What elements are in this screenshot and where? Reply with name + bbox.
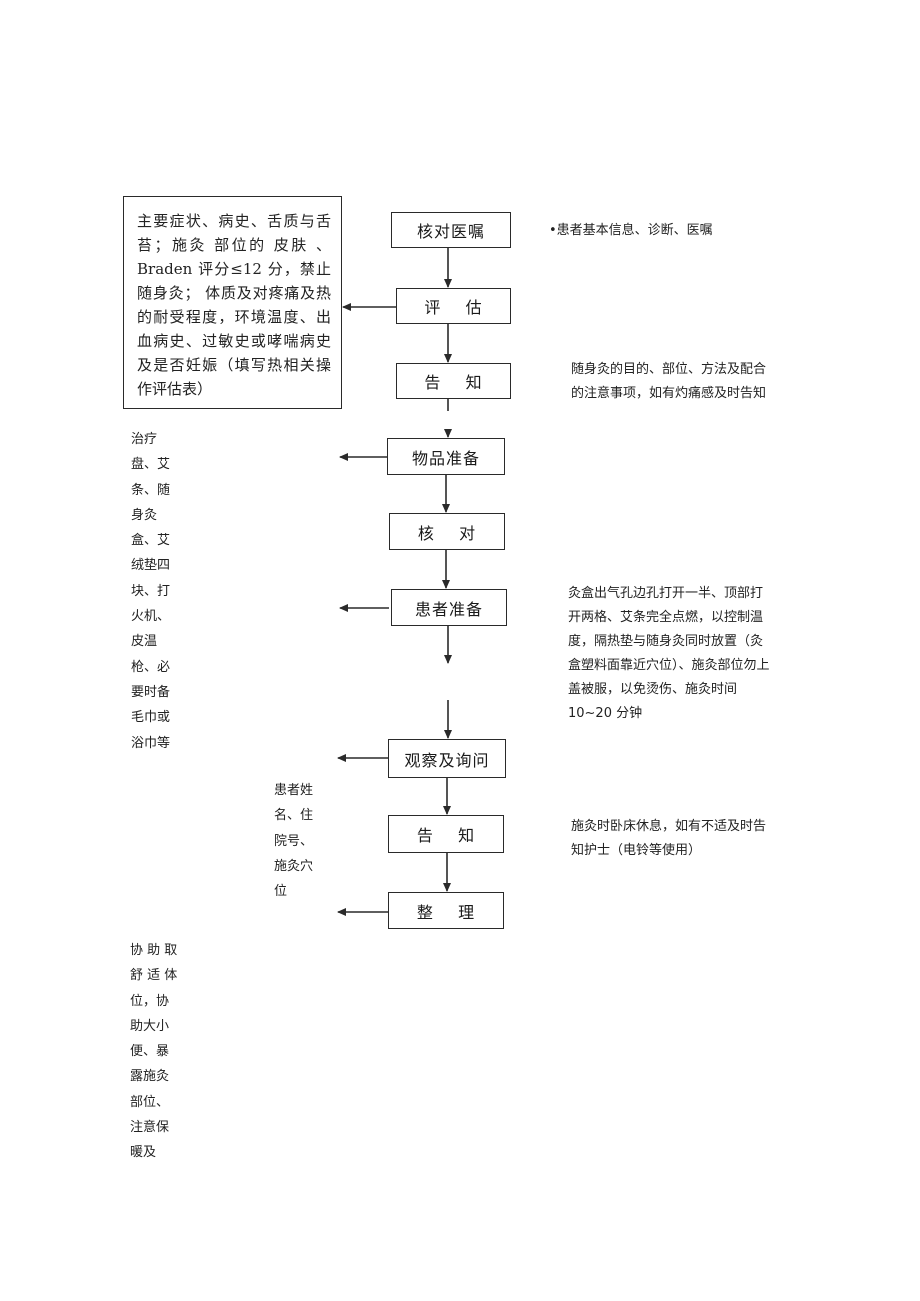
- step-prepare-items: 物品准备: [387, 438, 505, 475]
- list-item: 院号、: [274, 833, 314, 849]
- check-list: 患者姓 名、住 院号、 施灸穴 位: [274, 778, 313, 904]
- list-item: 露施灸: [130, 1069, 170, 1085]
- step-prepare-patient: 患者准备: [391, 589, 507, 626]
- list-item: 治疗: [131, 432, 158, 447]
- list-item: 枪、必: [131, 659, 171, 675]
- list-item: 便、暴: [130, 1044, 170, 1060]
- step-inform-2: 告 知: [388, 815, 504, 853]
- step-observe-inquire: 观察及询问: [388, 739, 506, 778]
- list-item: 浴巾等: [131, 735, 171, 751]
- list-item: 绒垫四: [131, 558, 171, 574]
- list-item: 名、住: [274, 808, 314, 824]
- step-assess: 评 估: [396, 288, 511, 324]
- list-item: 块、打: [131, 583, 171, 599]
- list-item: 盒、艾: [131, 533, 171, 549]
- position-list: 协 助 取 舒 适 体 位，协 助大小 便、暴 露施灸 部位、 注意保 暖及: [130, 938, 177, 1166]
- list-item: 盘、艾: [131, 457, 171, 473]
- list-item: 协 助 取: [130, 943, 178, 958]
- step-inform-1: 告 知: [396, 363, 511, 399]
- list-item: 注意保: [130, 1120, 170, 1136]
- list-item: 暖及: [130, 1145, 157, 1161]
- list-item: 施灸穴: [274, 858, 314, 874]
- list-item: 身灸: [131, 507, 158, 523]
- items-list: 治疗 盘、艾 条、随 身灸 盒、艾 绒垫四 块、打 火机、 皮温 枪、必 要时备…: [131, 427, 170, 756]
- list-item: 舒 适 体: [130, 968, 178, 984]
- list-item: 位: [274, 884, 288, 900]
- list-item: 要时备: [131, 684, 171, 700]
- verify-note: •患者基本信息、诊断、医嘱: [549, 223, 713, 238]
- step-tidy: 整 理: [388, 892, 504, 929]
- step-verify-order: 核对医嘱: [391, 212, 511, 248]
- list-item: 患者姓: [274, 783, 314, 798]
- list-item: 部位、: [130, 1094, 170, 1110]
- patient-prep-note: 灸盒出气孔边孔打开一半、顶部打开两格、艾条完全点燃，以控制温度，隔热垫与随身灸同…: [568, 586, 770, 721]
- list-item: 火机、: [131, 609, 171, 625]
- rest-note: 施灸时卧床休息，如有不适及时告知护士（电铃等使用）: [571, 819, 767, 858]
- assessment-details-box: 主要症状、病史、舌质与舌苔；施灸 部位的 皮肤 、Braden 评分≤12 分，…: [123, 196, 342, 409]
- list-item: 皮温: [131, 634, 158, 650]
- step-check: 核 对: [389, 513, 505, 550]
- list-item: 条、随: [131, 482, 171, 498]
- inform-note: 随身灸的目的、部位、方法及配合的注意事项，如有灼痛感及时告知: [571, 362, 767, 401]
- list-item: 毛巾或: [131, 710, 171, 726]
- list-item: 位，协: [130, 993, 170, 1009]
- list-item: 助大小: [130, 1018, 170, 1034]
